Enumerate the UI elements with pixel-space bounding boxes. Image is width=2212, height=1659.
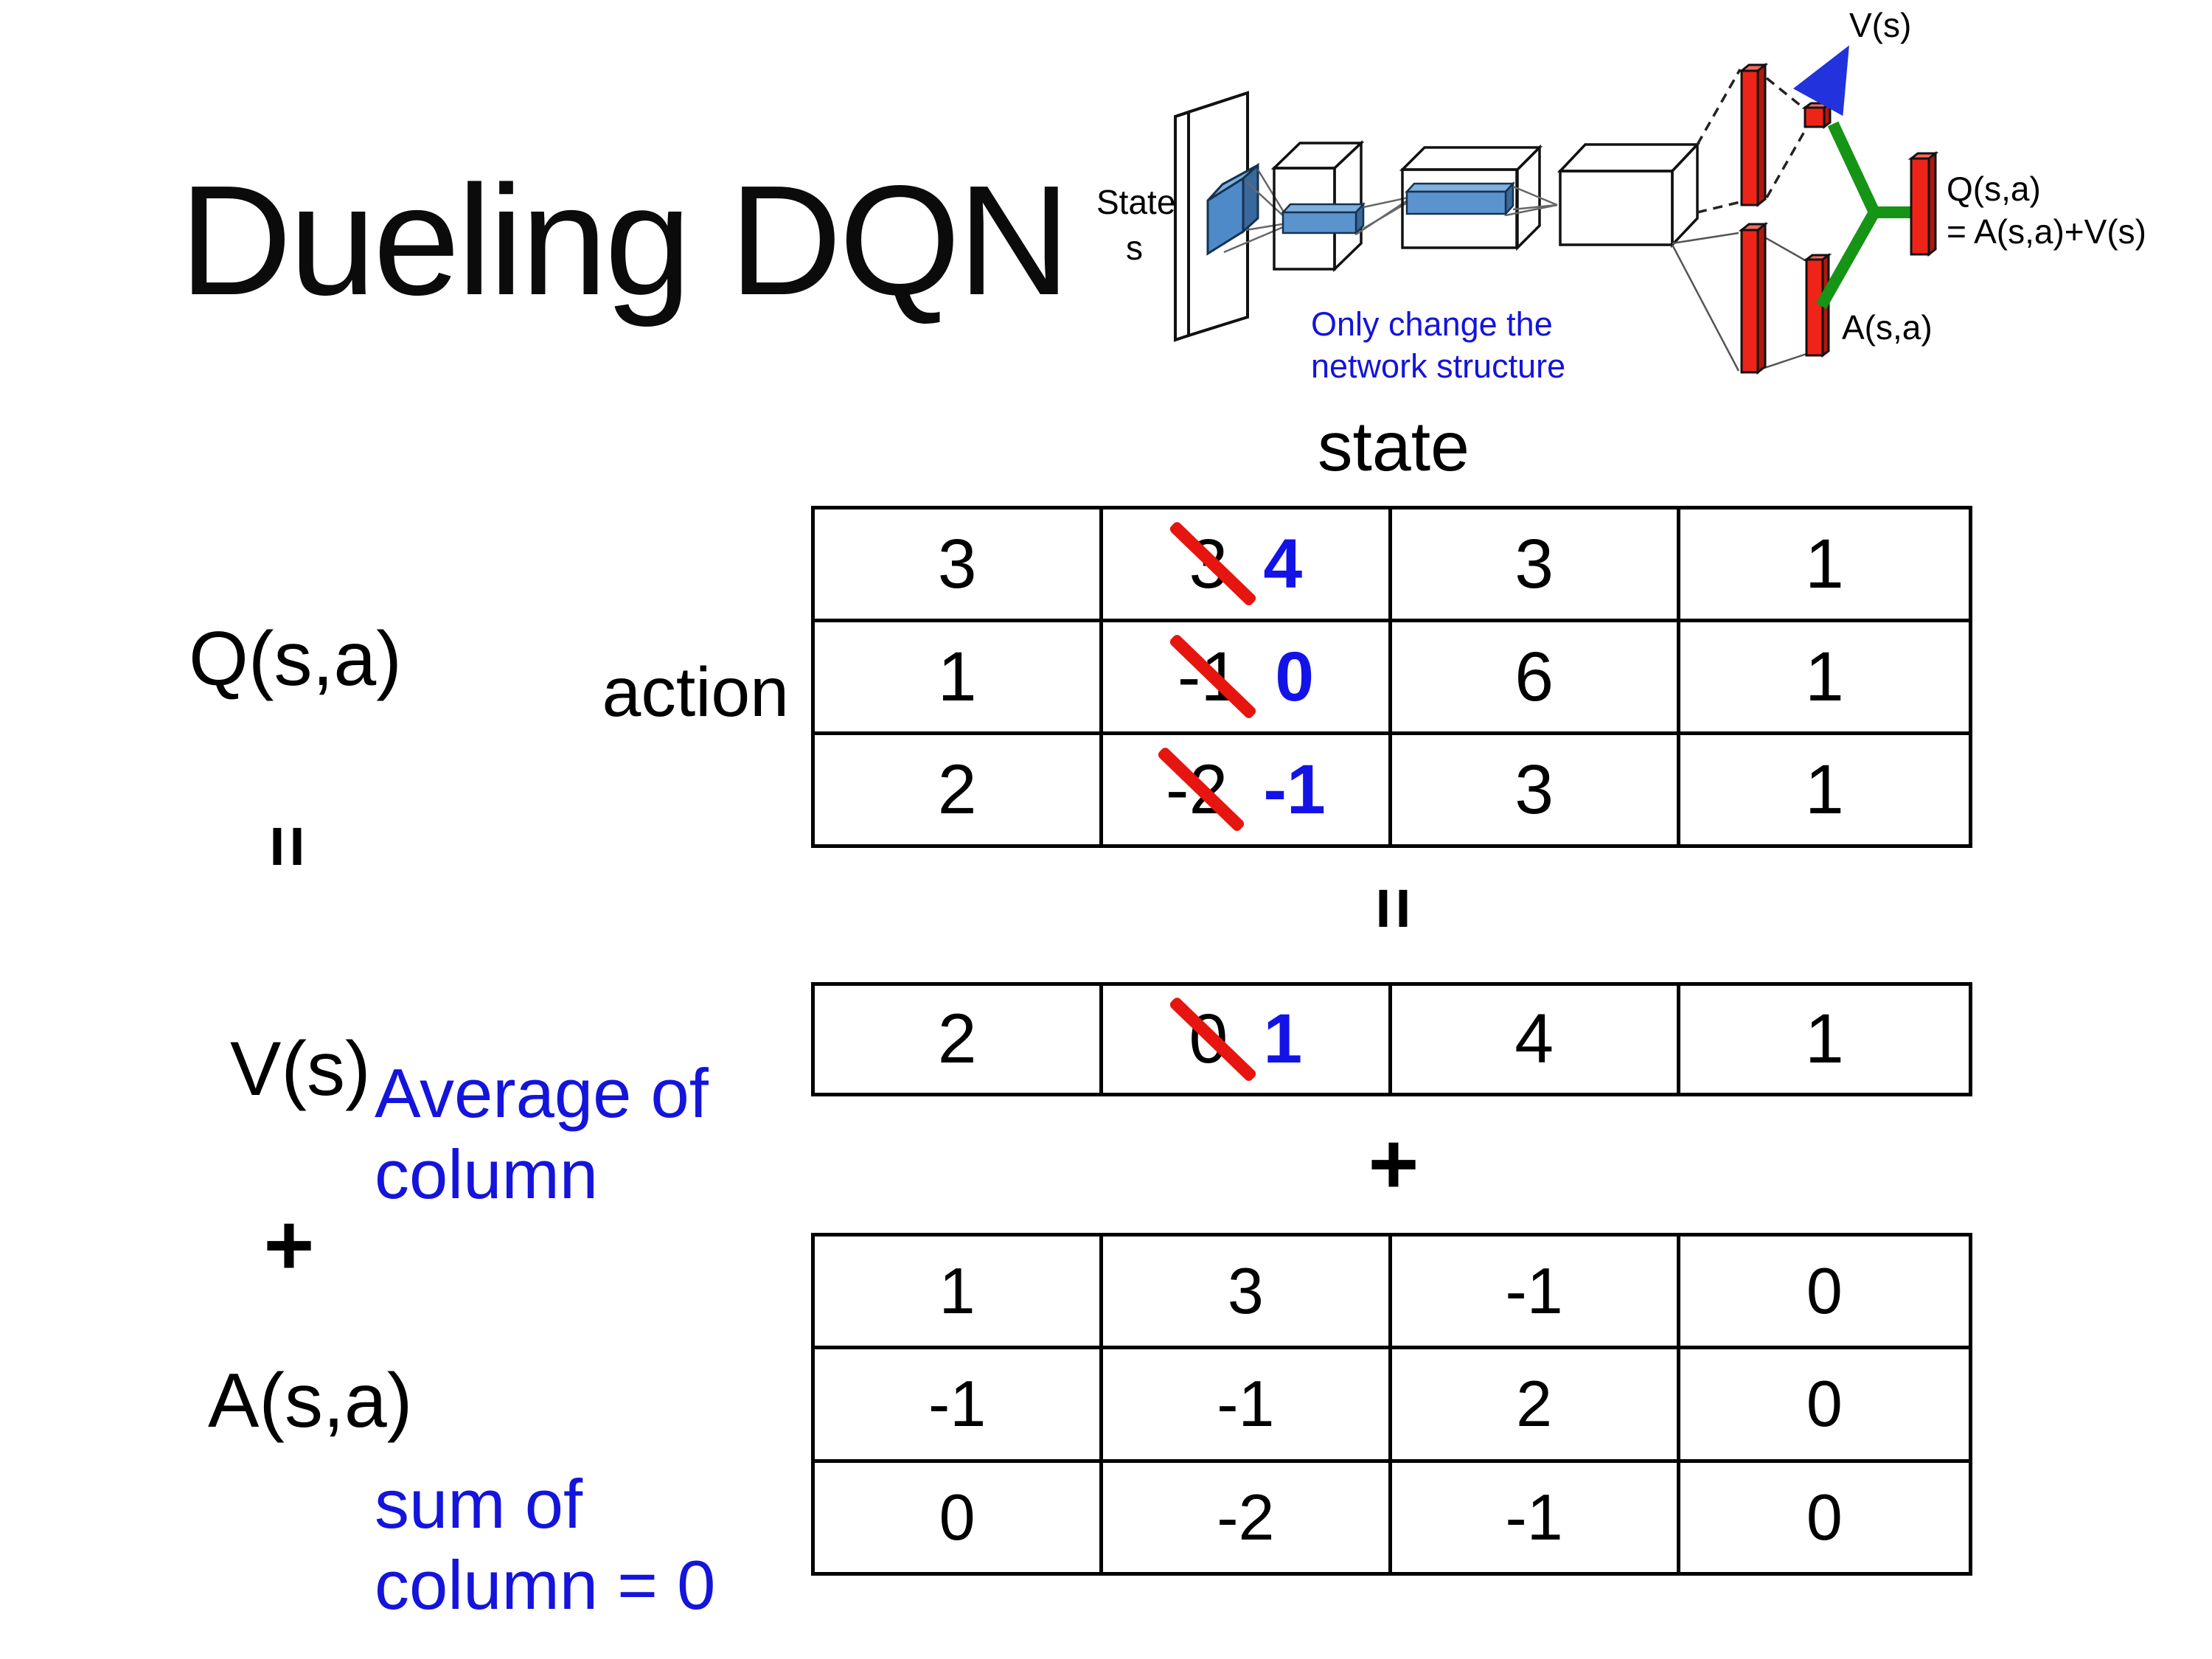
red-strike-icon <box>1168 520 1258 608</box>
matrix-cell: 1 <box>1804 1000 1844 1078</box>
state-header: state <box>1318 408 1470 486</box>
matrix-cell: 3 <box>1392 735 1680 844</box>
connector-lines <box>1223 169 1288 254</box>
matrix-cell: -10 <box>1103 622 1392 735</box>
matrix-cell: 3 <box>1103 1237 1392 1350</box>
value-arrow-icon <box>1792 45 1849 116</box>
connector-lines <box>1355 196 1409 236</box>
matrix-cell: 0 <box>1806 1480 1843 1554</box>
v-vector-label: V(s) <box>230 1026 371 1112</box>
sum-of-column-note: sum of column = 0 <box>375 1465 716 1624</box>
matrix-cell: 6 <box>1391 622 1680 735</box>
matrix-cell: -1 <box>1392 1462 1680 1572</box>
plus-symbol-middle: + <box>1368 1116 1419 1213</box>
value-scalar-node <box>1801 101 1834 129</box>
diagram-note-line1: Only change the <box>1311 305 1553 343</box>
diagram-state-s-label: s <box>1126 229 1143 267</box>
solid-links <box>1671 232 1807 372</box>
matrix-cell: 1 <box>815 1237 1104 1350</box>
matrix-cell: 1 <box>1680 509 1969 622</box>
value-stream-bar <box>1738 62 1769 208</box>
q-output-bar <box>1907 150 1939 257</box>
q-matrix-label: Q(s,a) <box>189 616 402 702</box>
connector-lines <box>1505 185 1558 217</box>
conv-box-1 <box>1270 139 1365 273</box>
matrix-cell: 0 <box>1680 1237 1969 1350</box>
matrix-cell: -1 <box>1391 1237 1680 1350</box>
a-matrix-label: A(s,a) <box>208 1358 413 1444</box>
diagram-note-line2: network structure <box>1311 347 1565 385</box>
matrix-cell: 34 <box>1103 509 1392 622</box>
matrix-cell: -1 <box>815 1349 1104 1463</box>
red-strike-icon <box>1168 633 1258 720</box>
matrix-cell: -2-1 <box>1103 735 1392 844</box>
matrix-cell: -1 <box>1103 1349 1392 1463</box>
red-strike-icon <box>1156 745 1246 833</box>
diagram-a-label: A(s,a) <box>1842 308 1933 347</box>
network-diagram: State s V(s) Q(s,a) = A(s,a)+V(s) A(s,a)… <box>1096 6 2146 385</box>
equals-symbol-middle: = <box>1352 886 1435 931</box>
crossed-out-value: -2 <box>1156 745 1246 833</box>
red-strike-icon <box>1168 995 1258 1082</box>
replacement-value: -1 <box>1263 750 1326 829</box>
state-value-vector: 20141 <box>811 982 1972 1096</box>
matrix-cell: 1 <box>1680 622 1969 735</box>
matrix-cell: 1 <box>1804 750 1844 829</box>
aggregation-links <box>1816 121 1913 309</box>
matrix-cell: 0 <box>815 1462 1104 1572</box>
equals-symbol-left: = <box>246 824 329 869</box>
matrix-cell: 1 <box>815 622 1104 735</box>
fc-box <box>1557 141 1701 248</box>
crossed-out-value: -1 <box>1168 633 1258 720</box>
diagram-q-label-line1: Q(s,a) <box>1947 170 2041 208</box>
feature-bar-2 <box>1405 181 1515 217</box>
average-of-column-note: Average of column <box>375 1054 709 1213</box>
advantage-stream-bar <box>1738 221 1769 375</box>
matrix-cell: 0 <box>1680 1349 1969 1463</box>
replacement-value: 4 <box>1263 524 1303 603</box>
plus-symbol-left: + <box>263 1197 315 1294</box>
matrix-cell: 3 <box>1391 509 1680 622</box>
replacement-value: 0 <box>1275 637 1315 716</box>
matrix-cell: 2 <box>815 986 1104 1093</box>
diagram-q-label-line2: = A(s,a)+V(s) <box>1947 212 2146 251</box>
feature-bar-1 <box>1281 201 1366 236</box>
page-title: Dueling DQN <box>179 153 1071 327</box>
crossed-out-value: 3 <box>1168 520 1258 608</box>
action-label: action <box>602 653 789 731</box>
matrix-cell: 4 <box>1392 986 1680 1093</box>
matrix-cell: 01 <box>1103 986 1392 1093</box>
diagram-v-label: V(s) <box>1849 6 1911 44</box>
matrix-cell: 2 <box>815 735 1104 844</box>
diagram-state-label: State <box>1096 183 1175 221</box>
replacement-value: 1 <box>1263 1000 1303 1078</box>
matrix-cell: -2 <box>1103 1462 1392 1572</box>
matrix-cell: 3 <box>815 509 1104 622</box>
crossed-out-value: 0 <box>1168 995 1258 1082</box>
matrix-cell: 2 <box>1391 1349 1680 1463</box>
